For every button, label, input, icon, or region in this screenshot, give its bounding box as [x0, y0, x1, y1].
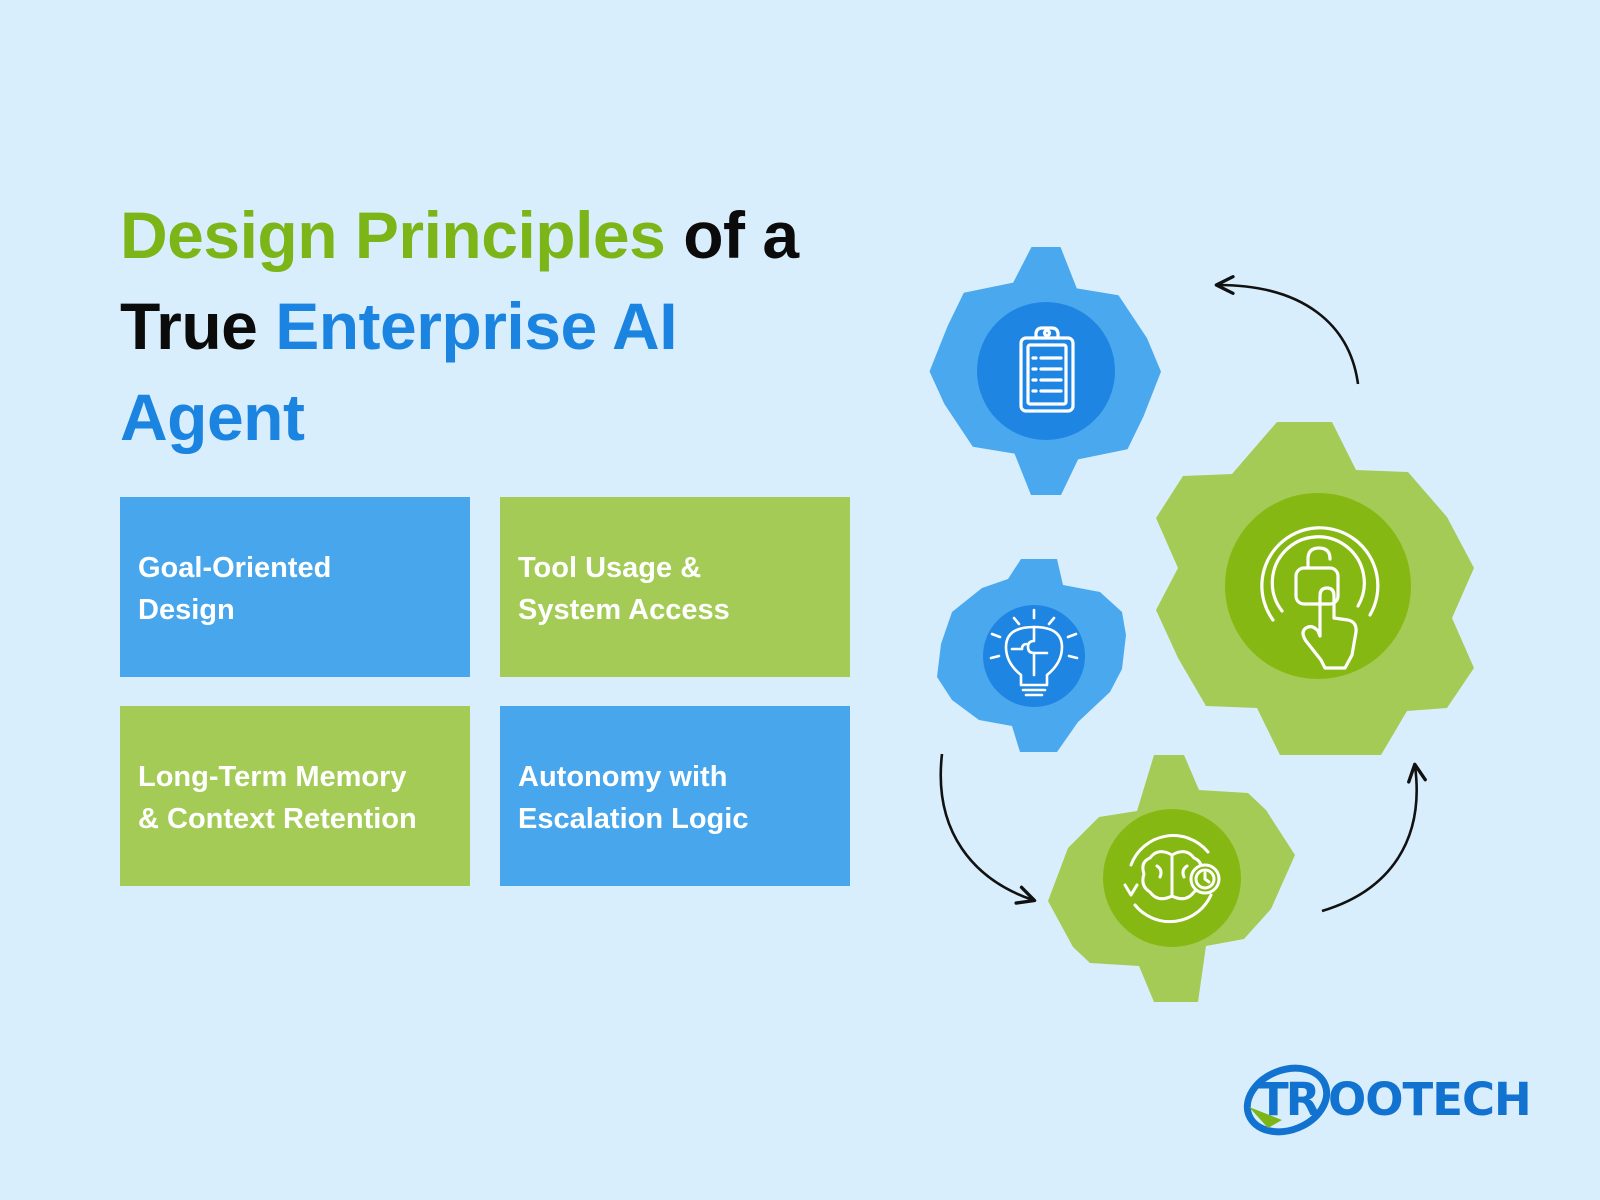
card-line-2: Design	[138, 594, 235, 626]
card-line-1: Autonomy with	[518, 761, 728, 793]
logo-mark-icon	[1243, 1064, 1331, 1136]
gear-small-blue	[937, 559, 1126, 752]
card-line-1: Goal-Oriented	[138, 552, 332, 584]
title-part-3: True	[120, 289, 276, 363]
card-line-1: Tool Usage &	[518, 552, 702, 584]
lightbulb-puzzle-icon	[989, 608, 1079, 697]
title-part-4: Enterprise AI	[275, 289, 678, 363]
logo-text-right: OOTECH	[1328, 1073, 1532, 1126]
clipboard-checklist-icon	[1019, 326, 1075, 413]
logo-text-left: TR	[1258, 1073, 1320, 1126]
card-line-2: Escalation Logic	[518, 803, 749, 835]
card-tool-usage-system-access: Tool Usage & System Access	[500, 497, 850, 677]
arrow-right	[1321, 762, 1427, 913]
arrow-left	[939, 753, 1037, 905]
card-line-1: Long-Term Memory	[138, 761, 407, 793]
arrow-top-right	[1214, 275, 1360, 385]
gear-large-green	[1156, 422, 1474, 755]
card-long-term-memory: Long-Term Memory & Context Retention	[120, 706, 470, 886]
gear-top-blue	[929, 247, 1161, 495]
page-title: Design Principles of a True Enterprise A…	[120, 190, 880, 463]
card-autonomy-escalation: Autonomy with Escalation Logic	[500, 706, 850, 886]
title-part-5: Agent	[120, 380, 305, 454]
card-goal-oriented-design: Goal-Oriented Design	[120, 497, 470, 677]
card-line-2: & Context Retention	[138, 803, 417, 835]
trootech-logo: TR OOTECH	[1240, 1058, 1540, 1142]
principle-cards: Goal-Oriented Design Tool Usage & System…	[120, 497, 850, 887]
card-line-2: System Access	[518, 594, 730, 626]
touch-hand-icon	[1260, 526, 1380, 670]
brain-cycle-icon	[1123, 834, 1221, 924]
title-part-1: Design Principles	[120, 198, 666, 272]
title-part-2: of a	[665, 198, 799, 272]
